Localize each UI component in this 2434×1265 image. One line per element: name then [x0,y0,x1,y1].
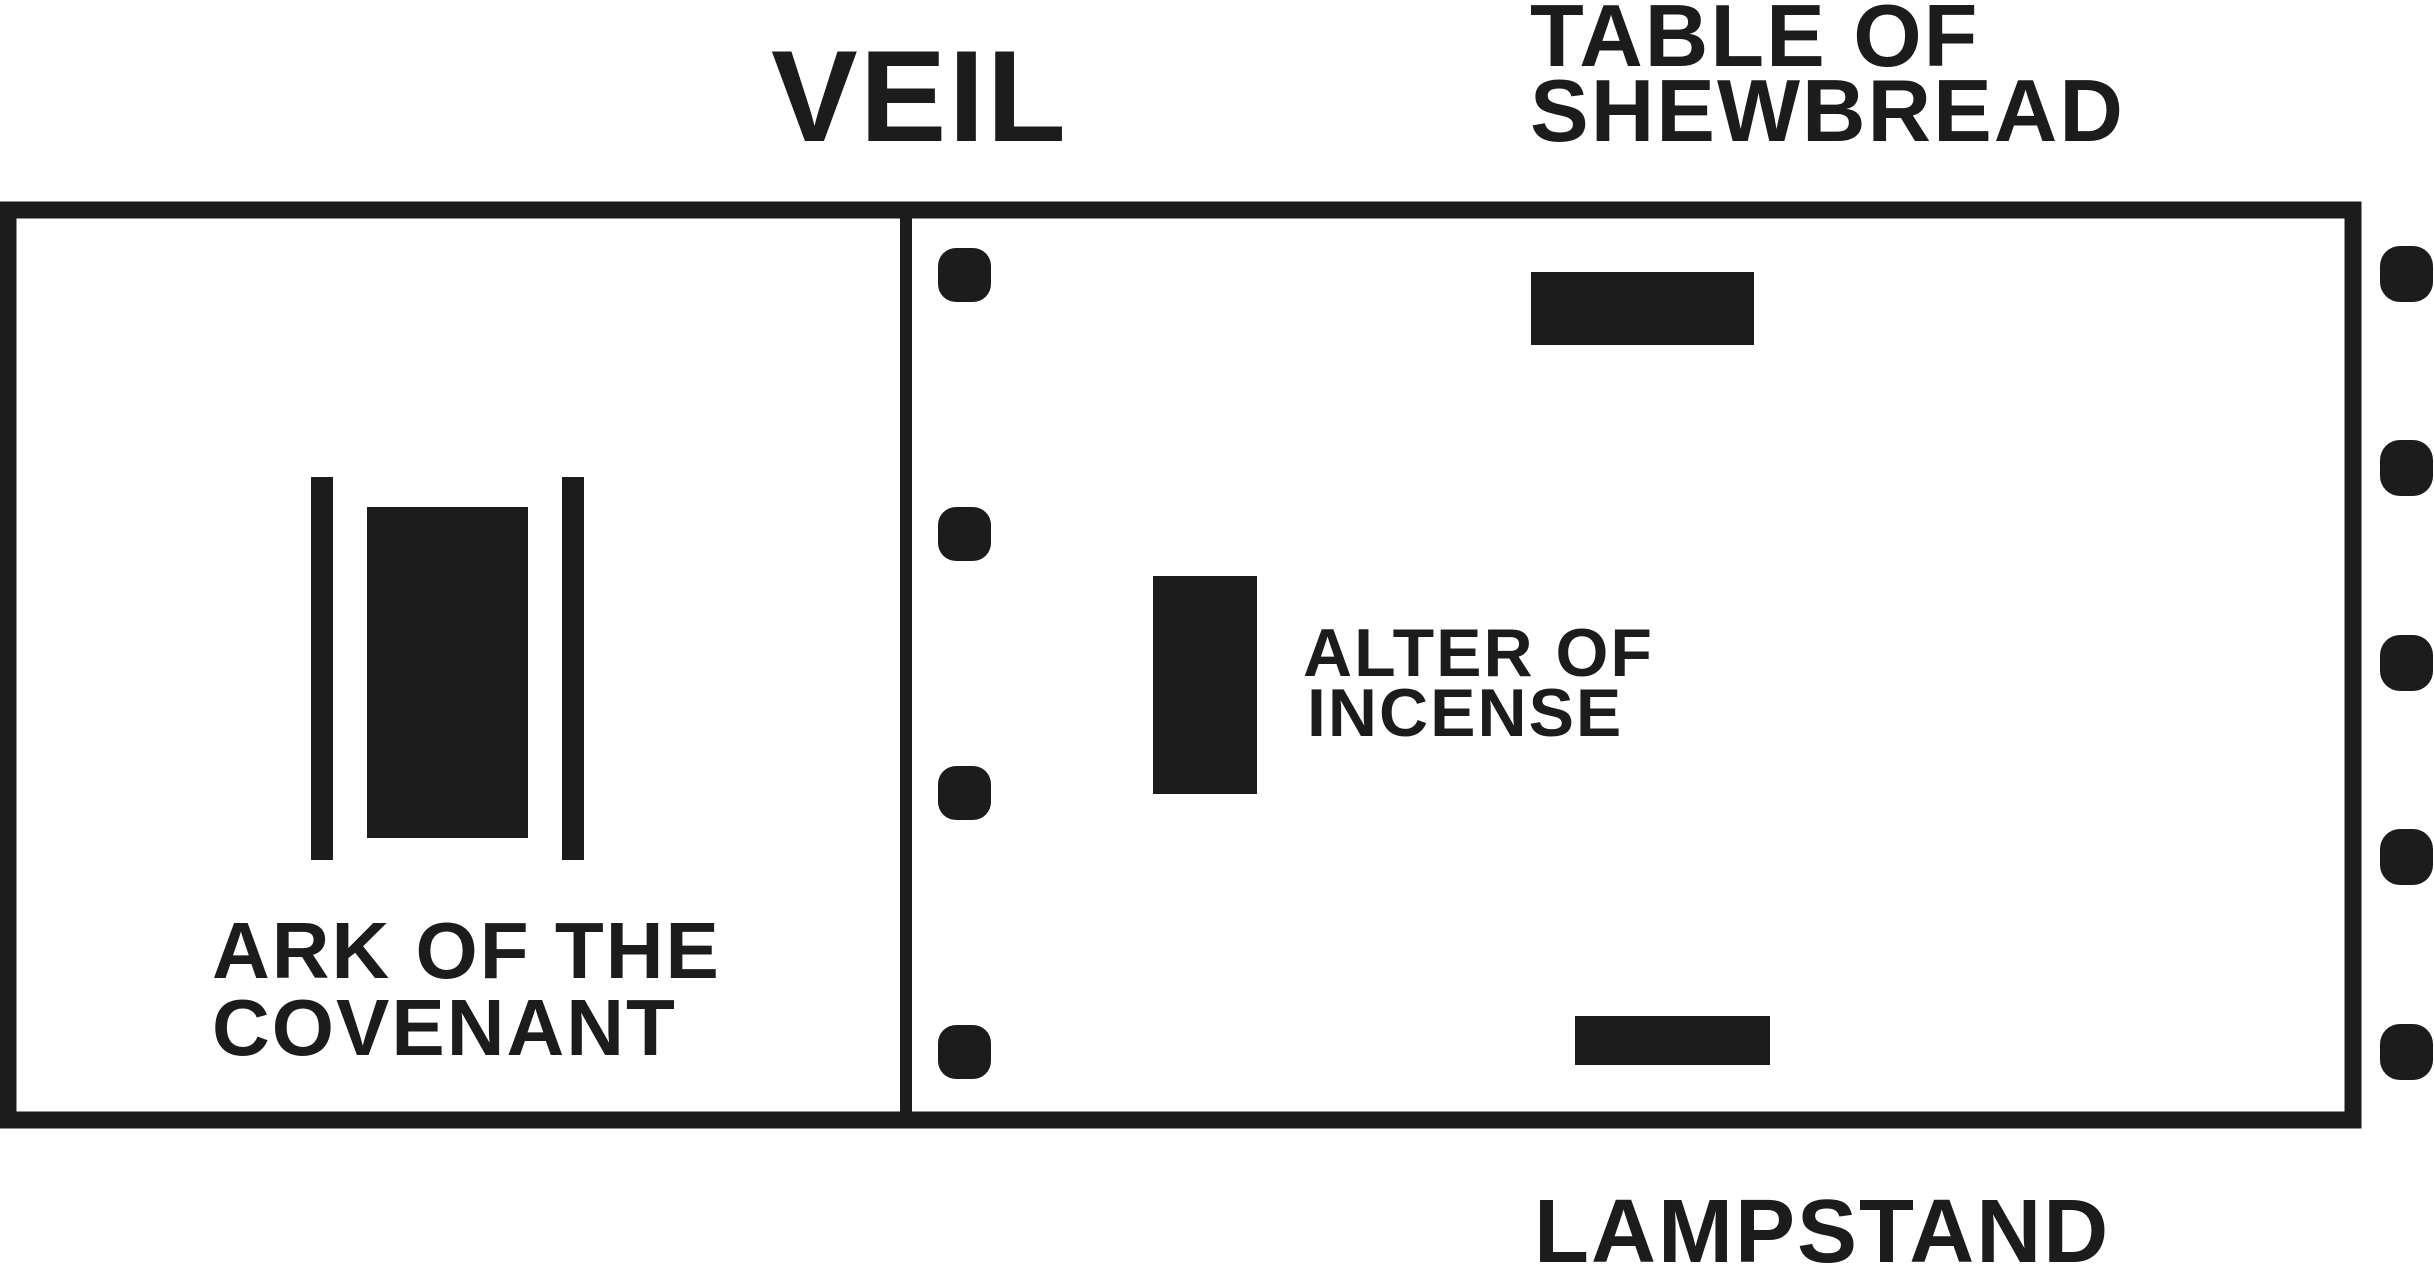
label-table-of-shewbread-line1: TABLE OF [1530,0,1979,85]
pillar-entrance-1 [2380,246,2433,302]
label-alter-of-incense-line2: INCENSE [1307,675,1623,751]
pillar-entrance-3 [2380,635,2433,691]
label-alter-of-incense-line1: ALTER OF [1303,615,1654,691]
label-ark-of-the-covenant-line1: ARK OF THE [212,906,721,995]
lampstand-bar [1575,1016,1770,1065]
label-table-of-shewbread-line2: SHEWBREAD [1530,61,2125,160]
label-veil: VEIL [771,23,1068,169]
label-ark-of-the-covenant-line2: COVENANT [212,983,677,1072]
ark-pole-right [562,477,584,860]
pillar-entrance-2 [2380,440,2433,496]
holy-place-inner-wall [903,213,2353,1119]
pillar-veil-1 [938,248,991,302]
pillar-veil-2 [938,507,991,561]
pillar-veil-4 [938,1025,991,1079]
ark-pole-left [311,477,333,860]
pillar-entrance-5 [2380,1024,2433,1080]
pillar-veil-3 [938,766,991,820]
ark-of-the-covenant-chest [367,507,528,838]
tabernacle-outer-wall [0,201,2362,1129]
altar-of-incense [1153,576,1257,794]
pillar-entrance-4 [2380,829,2433,885]
table-of-shewbread [1531,272,1754,345]
label-lampstand: LAMPSTAND [1534,1182,2110,1265]
